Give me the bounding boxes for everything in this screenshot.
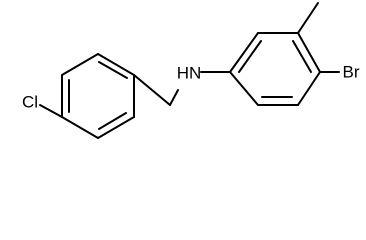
bromine-label: Br [343, 62, 360, 81]
bond [61, 116, 99, 139]
bond [297, 71, 321, 106]
methyl-bond [297, 2, 319, 34]
bond [97, 53, 135, 76]
bond-ring-to-chlorine [39, 104, 63, 118]
bromo-methylphenyl-ring [229, 32, 321, 106]
chlorine-label: Cl [22, 92, 38, 111]
double-bond [98, 61, 128, 79]
bond-ch2-to-nitrogen [169, 89, 179, 106]
double-bond [98, 112, 127, 130]
bond [297, 32, 321, 73]
chlorophenyl-ring [61, 53, 135, 139]
bond [61, 53, 99, 76]
bond [229, 71, 259, 106]
amine-label: HN [177, 63, 202, 82]
bond [229, 32, 259, 73]
chemical-structure: Cl HN Br [22, 2, 360, 139]
double-bond [238, 40, 262, 73]
bond-ring-to-ch2 [133, 74, 171, 106]
double-bond [292, 40, 312, 73]
bond [97, 116, 135, 139]
